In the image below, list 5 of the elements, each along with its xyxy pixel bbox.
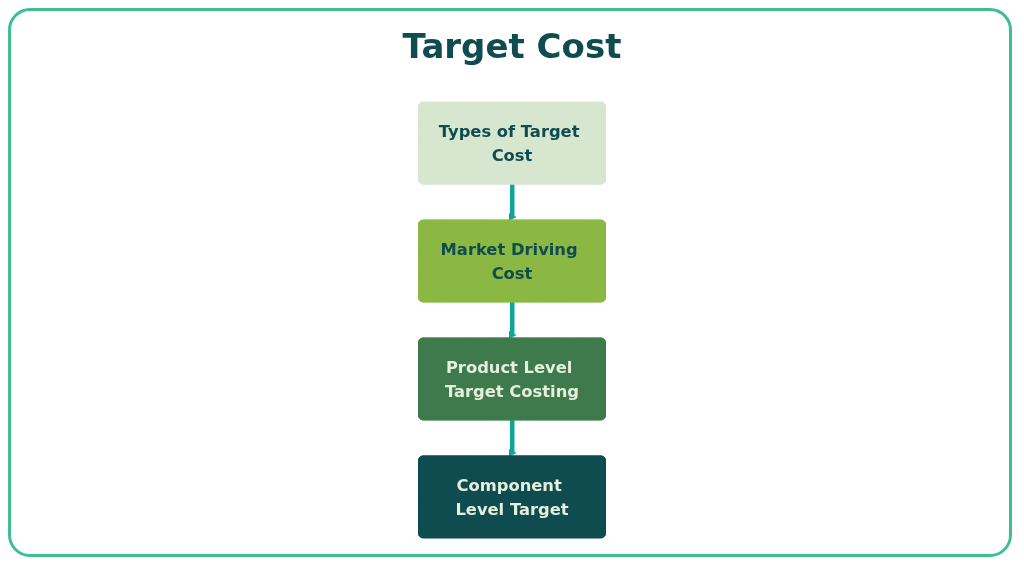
process-box: Market Driving Cost: [418, 219, 606, 303]
title: Target Cost: [401, 26, 623, 66]
process-box: Product Level Target Costing: [418, 337, 606, 421]
process-box: Component Level Target: [418, 455, 606, 539]
process-box: Types of Target Cost: [418, 101, 606, 185]
